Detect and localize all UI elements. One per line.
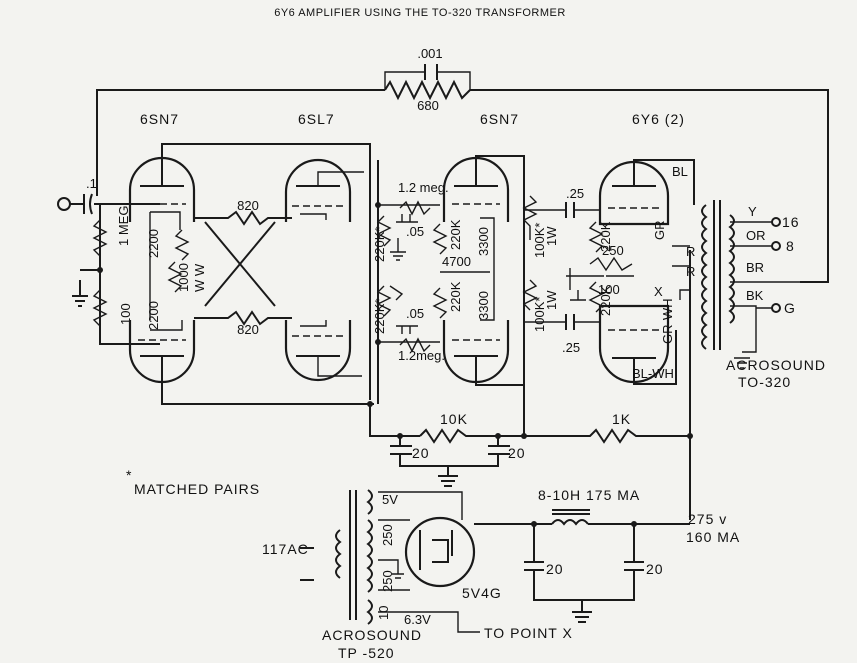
res-820b-label: 820 (237, 322, 259, 337)
winding-250a-label: 250 (380, 524, 395, 546)
tube-6sn7-second: 6SN7 220K 220K 4700 3300 3300 (432, 111, 525, 386)
terminal-g-label: G (784, 300, 796, 316)
cap-05a-label: .05 (406, 224, 424, 239)
power-xfmr-model: TP -520 (338, 645, 395, 661)
terminal-16 (771, 217, 781, 227)
cap-20b-label: 20 (508, 445, 526, 461)
point-x-label: X (654, 284, 663, 299)
rectifier-tube-icon (404, 516, 476, 588)
terminal-8-label: 8 (786, 238, 795, 254)
output-transformer: Y OR BR BK 16 8 G ACROSOUND TO-320 (689, 200, 826, 520)
res-100k-a-label: 100K* (532, 223, 547, 258)
cap-05b-label: .05 (406, 306, 424, 321)
res-220k-e-label: 220K (598, 221, 613, 252)
res-220k-a-label: 220K* (372, 227, 387, 262)
winding-5v-label: 5V (382, 492, 398, 507)
feedback-network: .001 680 (96, 46, 829, 283)
tube-6sn7-first-label: 6SN7 (140, 111, 179, 127)
note-text: MATCHED PAIRS (134, 481, 260, 497)
terminal-g (771, 303, 781, 313)
res-2200b-label: 2200 (146, 301, 161, 330)
winding-250b-label: 250 (380, 570, 395, 592)
res-4700-label: 4700 (442, 254, 471, 269)
output-coupling: 100K* 1W 100K* 1W .25 .25 220K 220K 250 … (522, 186, 634, 355)
res-1k-label: 1K (612, 411, 631, 427)
res-220k-f-label: 220K (598, 285, 613, 316)
tap-y-label: Y (748, 204, 757, 219)
tap-br-label: BR (746, 260, 764, 275)
res-100-x-label: 100 (598, 282, 620, 297)
matched-pairs-note: * MATCHED PAIRS (126, 467, 260, 497)
input-section: .1 1 MEG. 100 (57, 176, 160, 345)
rectifier-label: 5V4G (462, 585, 502, 601)
tap-bk-label: BK (746, 288, 764, 303)
tube-6sl7-label: 6SL7 (298, 111, 335, 127)
res-2200a-label: 2200 (146, 229, 161, 258)
junction-dots (97, 202, 693, 527)
cap-25a-label: .25 (566, 186, 584, 201)
input-cap-label: .1 (86, 176, 97, 191)
diagram-title: 6Y6 AMPLIFIER USING THE TO-320 TRANSFORM… (274, 7, 566, 19)
decoupling-network: 10K 1K 20 20 (369, 385, 690, 487)
res-10k-label: 10K (440, 411, 468, 427)
res-220k-c-label: 220K (448, 219, 463, 250)
feedback-cap-label: .001 (417, 46, 442, 61)
terminal-16-label: 16 (782, 214, 800, 230)
winding-6-3v-label: 6.3V (404, 612, 431, 627)
res-1meg-label: 1 MEG. (116, 202, 131, 246)
cap-25b-label: .25 (562, 340, 580, 355)
cap-20c-label: 20 (546, 561, 564, 577)
supply-voltage-label: 275 v (688, 511, 727, 527)
wire-grwh-label: GR-WH (660, 299, 675, 345)
res-1w-a-label: 1W (544, 226, 559, 246)
interstage-network: 220K* 220K* 1.2 meg. 1.2meg. .05 .05 (369, 160, 449, 404)
to-point-x-label: TO POINT X (484, 625, 573, 641)
cap-20d-label: 20 (646, 561, 664, 577)
feedback-res-label: 680 (417, 98, 439, 113)
cross-coupling: 820 820 (194, 198, 292, 337)
tube-6sl7: 6SL7 (284, 111, 364, 382)
res-3300b-label: 3300 (476, 291, 491, 320)
res-220k-d-label: 220K (448, 281, 463, 312)
choke-label: 8-10H 175 MA (538, 487, 640, 503)
wire-gr-label: GR (652, 221, 667, 241)
tube-6y6-label: 6Y6 (2) (632, 111, 685, 127)
ww-label: W W (192, 263, 207, 292)
res-250-label: 250 (602, 243, 624, 258)
wire-blwh-label: BL-WH (632, 366, 674, 381)
output-xfmr-name: ACROSOUND (726, 357, 826, 373)
terminal-8 (771, 241, 781, 251)
res-1-2meg-b-label: 1.2meg. (398, 348, 445, 363)
res-820a-label: 820 (237, 198, 259, 213)
cap-20a-label: 20 (412, 445, 430, 461)
res-3300a-label: 3300 (476, 227, 491, 256)
power-xfmr-name: ACROSOUND (322, 627, 422, 643)
ac-input-label: 117AC (262, 541, 309, 557)
power-supply: 117AC 5V 250 250 10 6.3V 5V4G 8-10H 175 … (262, 487, 740, 661)
tube-6sn7-first: 6SN7 2200 2200 1000 W W (128, 111, 374, 405)
res-1000-label: 1000 (176, 263, 191, 292)
res-1-2meg-a-label: 1.2 meg. (398, 180, 449, 195)
res-100-label: 100 (118, 303, 133, 325)
winding-10-label: 10 (376, 606, 391, 620)
output-xfmr-model: TO-320 (738, 374, 791, 390)
res-100k-b-label: 100K* (532, 297, 547, 332)
supply-current-label: 160 MA (686, 529, 740, 545)
res-220k-b-label: 220K* (372, 299, 387, 334)
res-1w-b-label: 1W (544, 290, 559, 310)
note-asterisk: * (126, 467, 132, 483)
tap-or-label: OR (746, 228, 766, 243)
tube-6sn7-second-label: 6SN7 (480, 111, 519, 127)
wire-bl-label: BL (672, 164, 688, 179)
